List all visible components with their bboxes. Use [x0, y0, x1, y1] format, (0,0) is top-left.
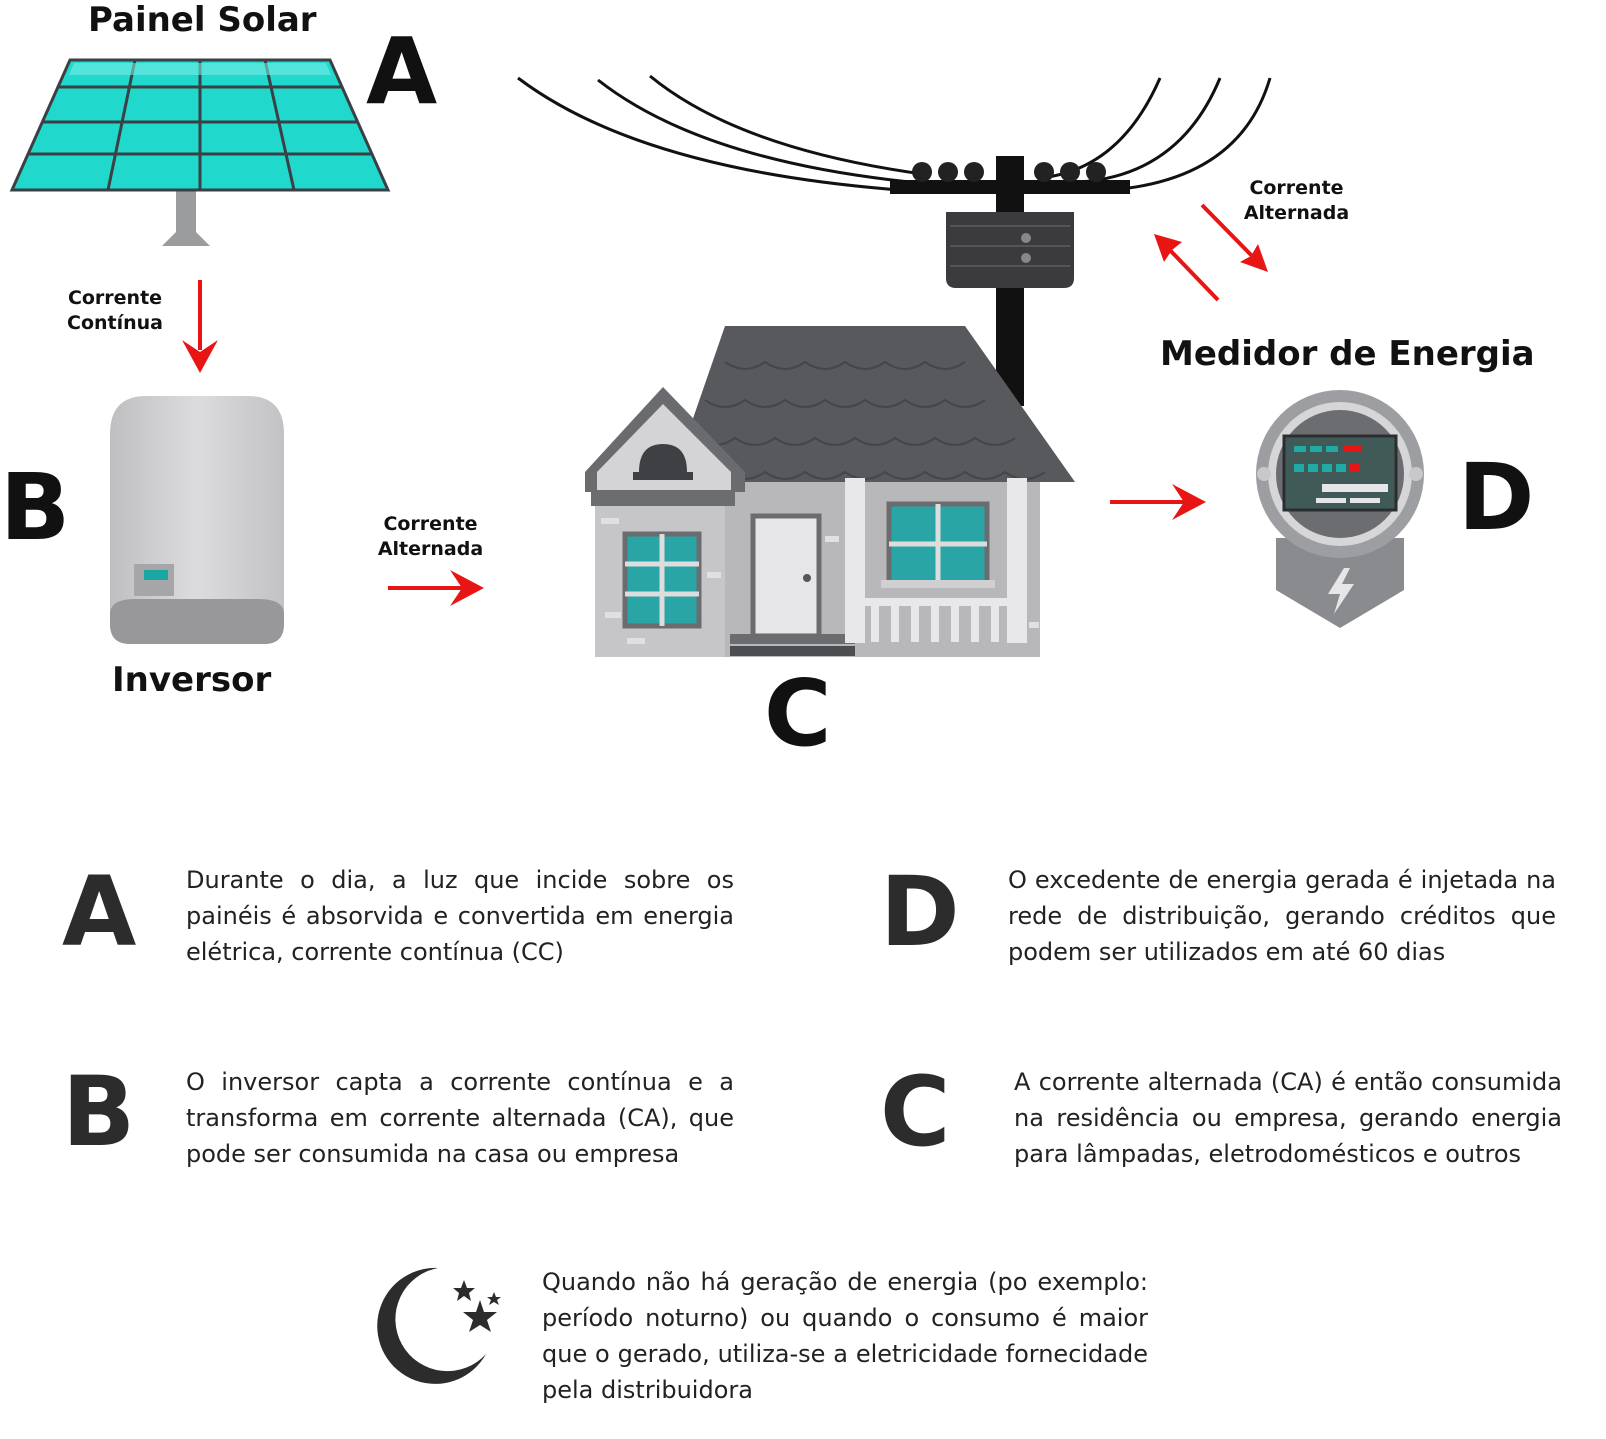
utility-pole-icon — [890, 156, 1130, 406]
legend-text-c: A corrente alternada (CA) é então consum… — [1014, 1068, 1562, 1168]
letter-d: D — [1458, 444, 1535, 551]
legend-text-b: O inversor capta a corrente contínua e a… — [186, 1068, 734, 1168]
letter-b: B — [0, 454, 71, 561]
legend-letter-d: D — [880, 856, 960, 968]
arrow-down-icon — [182, 280, 218, 373]
solar-panel-title: Painel Solar — [88, 0, 317, 40]
letter-a: A — [366, 18, 438, 125]
letter-c: C — [764, 660, 832, 767]
house-icon — [585, 326, 1075, 657]
legend-letter-a: A — [62, 856, 137, 968]
power-lines-icon — [517, 74, 1272, 192]
moon-stars-icon — [377, 1267, 501, 1384]
arrow-right-icon — [388, 570, 484, 606]
label-direct-current-line-2: Contínua — [67, 312, 163, 334]
label-alternating-current-house: Corrente Alternada — [358, 512, 503, 562]
label-alternating-current-grid: Corrente Alternada — [1224, 176, 1369, 226]
label-alternating-current-grid-line-1: Corrente — [1249, 177, 1344, 199]
legend-letter-b: B — [62, 1056, 136, 1168]
label-direct-current-line-1: Corrente — [67, 287, 163, 309]
night-text: Quando não há geração de energia (po exe… — [542, 1268, 1148, 1404]
arrow-right-meter-icon — [1110, 484, 1206, 520]
inverter-title: Inversor — [112, 660, 272, 700]
legend-text-d: O excedente de energia gerada é injetada… — [1008, 866, 1556, 966]
label-alternating-current-house-line-1: Corrente — [383, 513, 478, 535]
label-direct-current: Corrente Contínua — [40, 286, 190, 336]
energy-meter-icon — [1256, 390, 1424, 628]
inverter-icon — [110, 396, 284, 644]
solar-panel-icon — [9, 58, 391, 246]
label-alternating-current-grid-line-2: Alternada — [1243, 202, 1350, 224]
legend-text-a: Durante o dia, a luz que incide sobre os… — [186, 866, 734, 966]
bidirectional-arrows-icon — [1154, 203, 1268, 302]
legend-letter-c: C — [880, 1056, 951, 1168]
meter-title: Medidor de Energia — [1160, 334, 1535, 374]
label-alternating-current-house-line-2: Alternada — [377, 538, 484, 560]
